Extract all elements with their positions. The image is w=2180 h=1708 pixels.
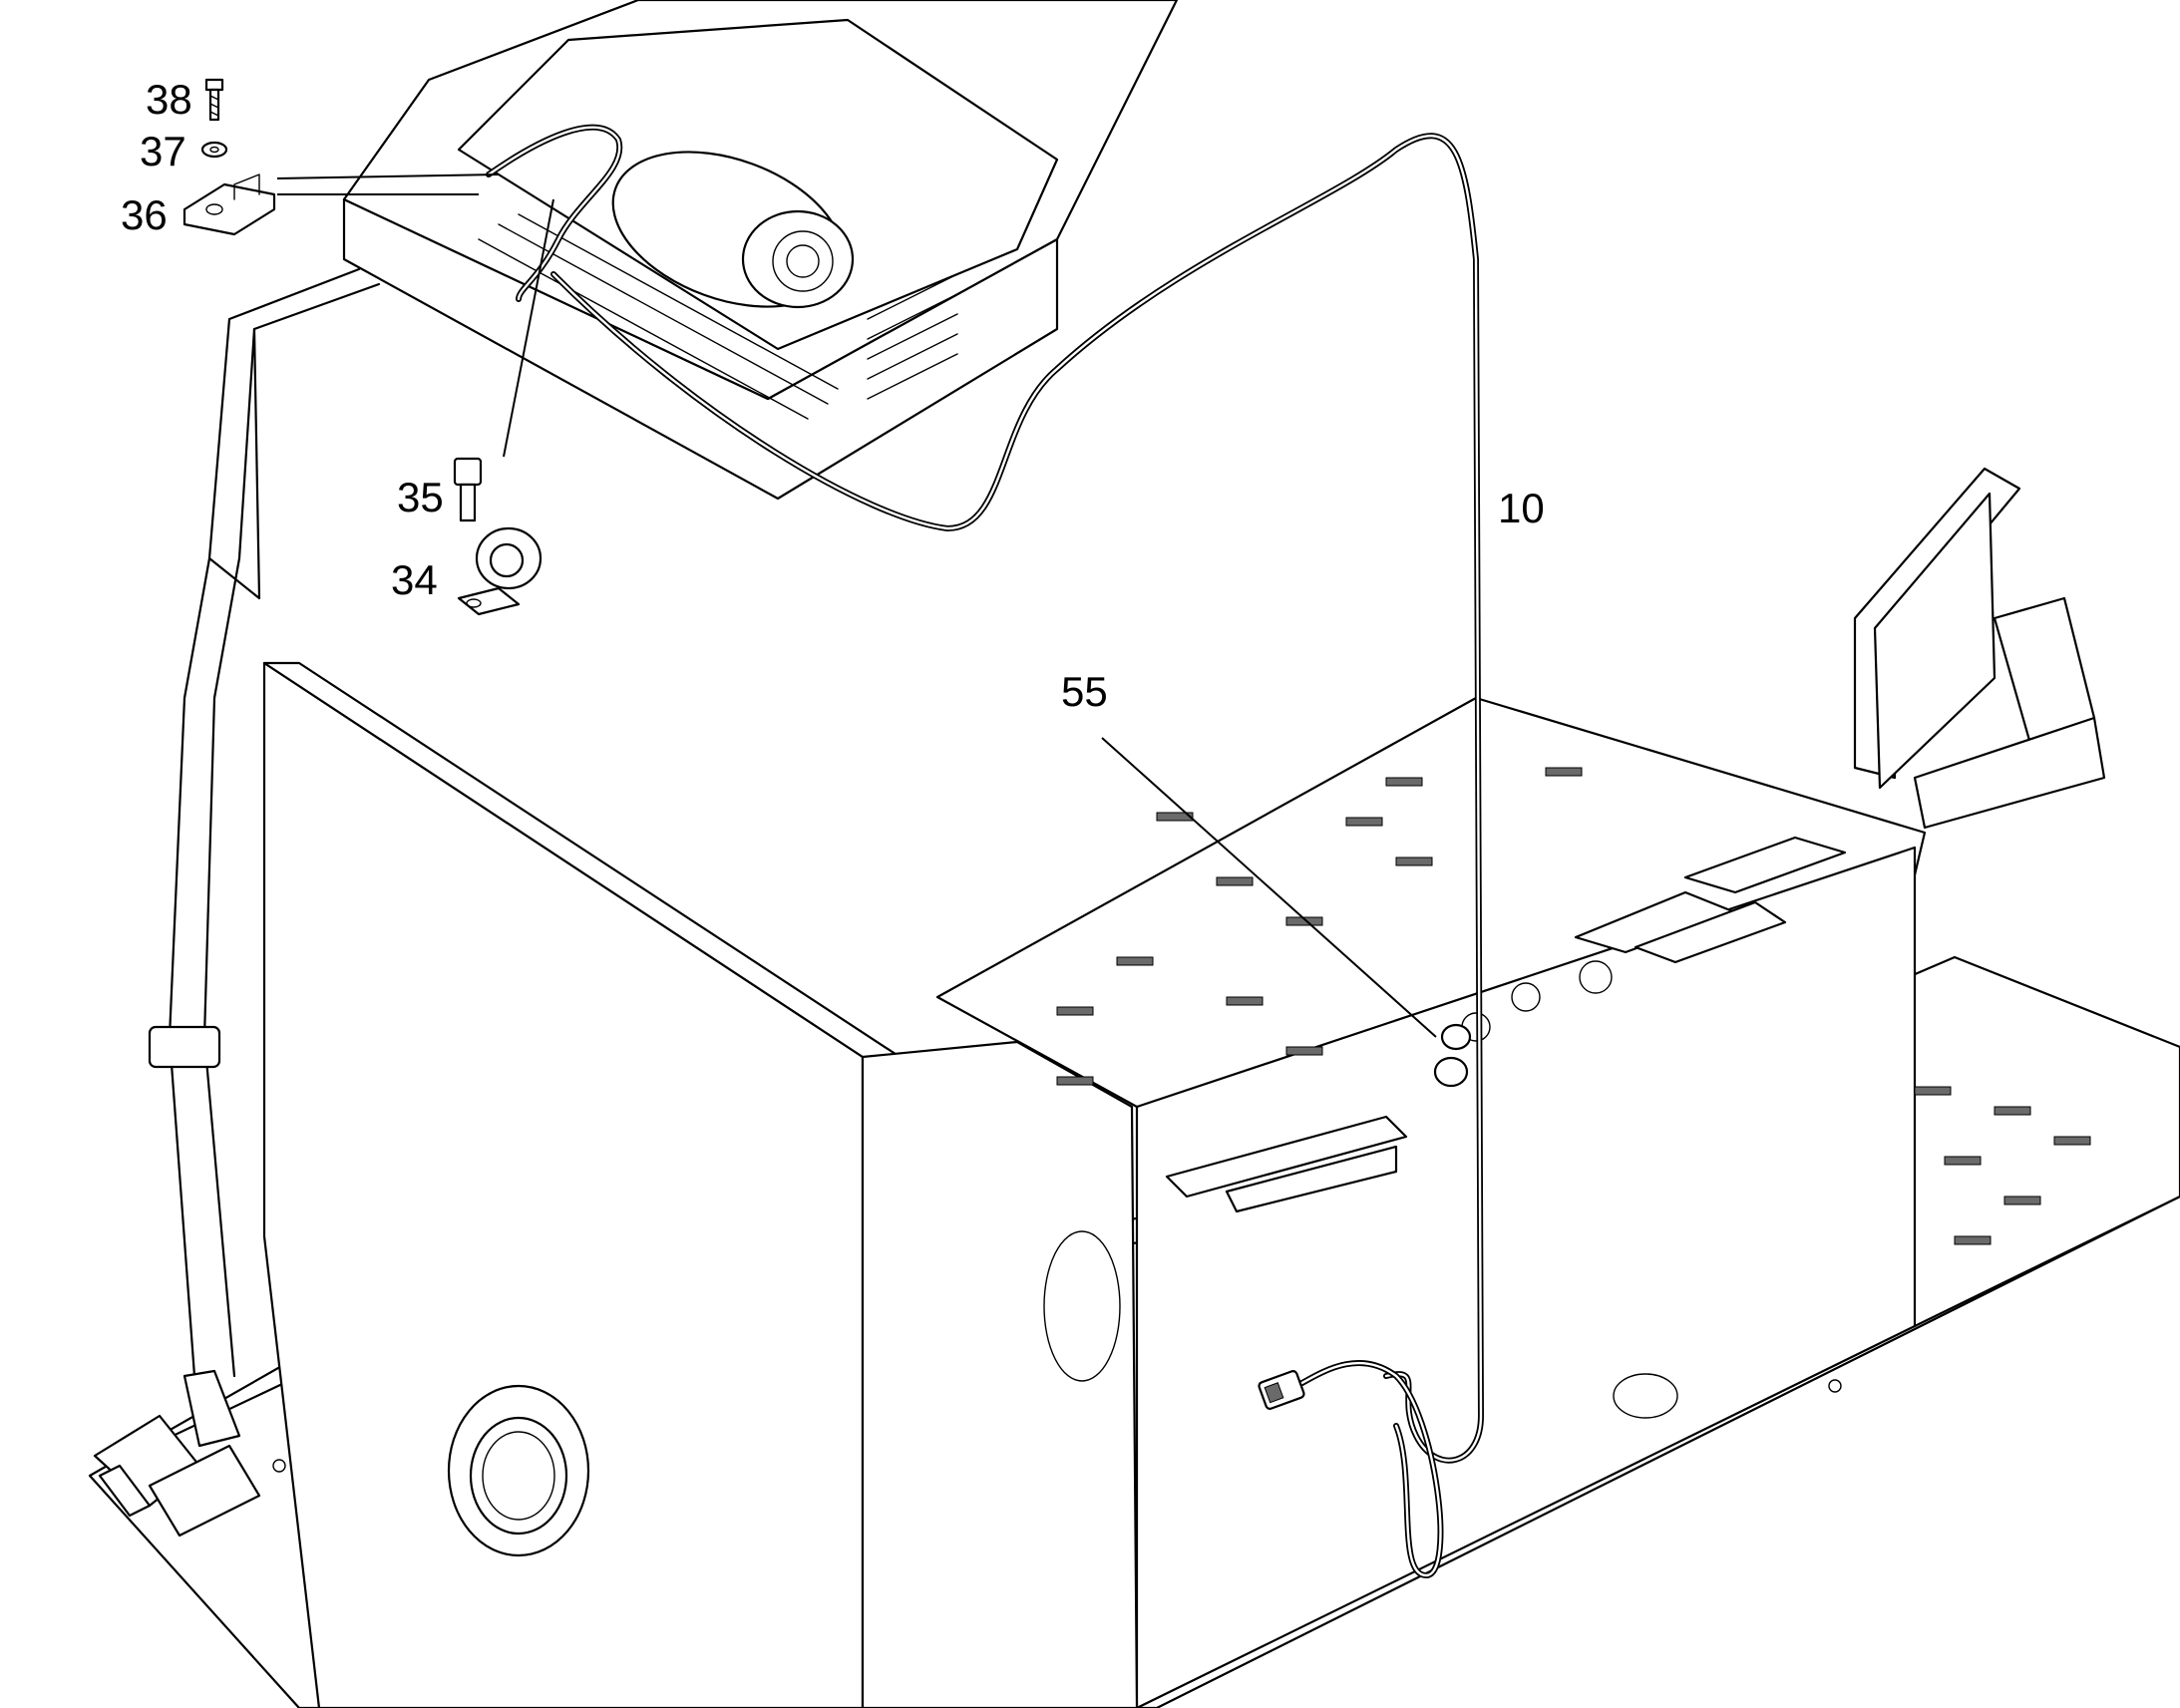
callout-34: 34 <box>391 556 438 603</box>
vent-grille <box>867 273 958 400</box>
hvac-blower-unit <box>342 0 1179 501</box>
hydraulic-hoses <box>93 267 381 1537</box>
callout-labels: 38 37 36 35 34 10 55 <box>121 76 1545 715</box>
display-monitor <box>1853 467 2106 830</box>
part-37-washer <box>200 141 228 159</box>
part-36-clip <box>182 173 276 236</box>
callout-55: 55 <box>1061 668 1108 715</box>
part-55-clamp <box>1433 1023 1472 1088</box>
callout-36: 36 <box>121 191 168 238</box>
cable-harness-10 <box>486 124 1484 1578</box>
callout-35: 35 <box>397 474 444 520</box>
part-34-p-clamp <box>457 526 543 616</box>
leader-lines <box>276 173 1437 1038</box>
part-35-bolt <box>453 457 483 522</box>
callout-10: 10 <box>1498 485 1545 531</box>
callout-37: 37 <box>140 128 186 174</box>
control-keypads <box>1461 836 1847 1042</box>
anti-slip-hatching <box>1056 767 2091 1245</box>
callout-38: 38 <box>146 76 192 123</box>
console-main-body <box>262 661 2180 1708</box>
part-38-screw <box>204 78 224 122</box>
